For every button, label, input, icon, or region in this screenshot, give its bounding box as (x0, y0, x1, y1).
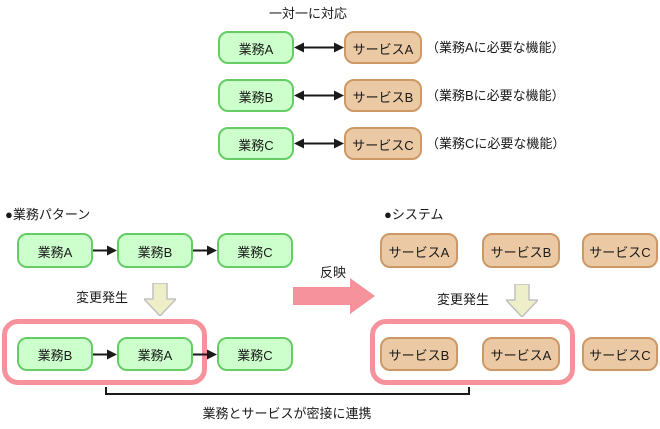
right-arrow-icon (93, 245, 117, 256)
change-label: 変更発生 (76, 290, 129, 305)
down-arrow-icon (506, 284, 538, 317)
mapping-note: （業務Aに必要な機能） (426, 40, 565, 55)
task-box: 業務C (218, 127, 294, 160)
task-box: 業務B (218, 79, 294, 112)
right-arrow-icon (193, 245, 217, 256)
top-title: 一対一に対応 (269, 6, 348, 21)
system-label: ●システム (384, 207, 444, 222)
mapping-note: （業務Cに必要な機能） (426, 136, 566, 151)
highlight-frame (370, 319, 575, 385)
footer-note: 業務とサービスが密接に連携 (202, 406, 372, 421)
business-pattern-label: ●業務パターン (5, 207, 91, 222)
reflect-label: 反映 (320, 265, 347, 280)
task-box: 業務B (17, 337, 93, 371)
double-arrow-icon (294, 42, 344, 53)
highlight-frame (2, 319, 207, 385)
service-box: サービスB (482, 233, 560, 268)
right-arrow-icon (193, 349, 217, 360)
service-box: サービスA (344, 31, 422, 64)
service-box: サービスB (344, 79, 422, 112)
task-box: 業務A (218, 31, 294, 64)
service-box: サービスB (380, 337, 458, 371)
task-box: 業務B (117, 233, 193, 268)
double-arrow-icon (294, 138, 344, 149)
service-box: サービスC (582, 337, 658, 371)
service-box: サービスA (380, 233, 458, 268)
down-arrow-icon (144, 283, 176, 316)
right-arrow-icon (93, 349, 117, 360)
double-arrow-icon (294, 90, 344, 101)
task-box: 業務A (117, 337, 193, 371)
mapping-row: 業務B サービスB （業務Bに必要な機能） (0, 79, 660, 113)
mapping-note: （業務Bに必要な機能） (426, 88, 565, 103)
mapping-row: 業務C サービスC （業務Cに必要な機能） (0, 127, 660, 161)
service-box: サービスC (344, 127, 422, 160)
service-box: サービスA (482, 337, 560, 371)
reflect-arrow-icon (293, 278, 375, 314)
bracket (105, 387, 470, 395)
service-box: サービスC (582, 233, 658, 268)
mapping-row: 業務A サービスA （業務Aに必要な機能） (0, 31, 660, 65)
change-label: 変更発生 (437, 292, 490, 307)
task-box: 業務A (17, 233, 93, 268)
task-box: 業務C (217, 337, 293, 371)
task-box: 業務C (217, 233, 293, 268)
